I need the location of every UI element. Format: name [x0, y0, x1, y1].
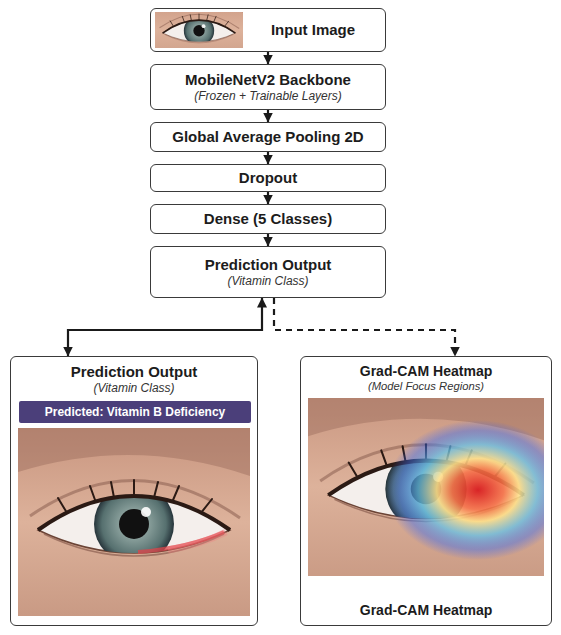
node-subtitle: (Model Focus Regions) — [368, 380, 484, 393]
node-title: Input Image — [271, 21, 355, 39]
backbone-box: MobileNetV2 Backbone(Frozen + Trainable … — [150, 64, 386, 110]
node-subtitle: (Vitamin Class) — [227, 274, 308, 288]
flow-arrow — [267, 234, 269, 246]
flow-arrow — [274, 298, 455, 356]
flow-arrow — [267, 110, 269, 122]
node-subtitle: Grad-CAM Heatmap — [301, 602, 551, 619]
node-title: Dropout — [239, 169, 297, 187]
node-title: Prediction Output — [71, 363, 198, 381]
red-rim — [138, 532, 226, 552]
node-subtitle: (Vitamin Class) — [93, 381, 174, 395]
input-box: Input Image — [150, 8, 386, 52]
node-title: MobileNetV2 Backbone — [185, 71, 351, 89]
heatmap-panel: Grad-CAM Heatmap(Model Focus Regions)Gra… — [300, 356, 552, 626]
node-title: Prediction Output — [205, 256, 332, 274]
prediction-banner: Predicted: Vitamin B Deficiency — [19, 401, 251, 423]
dense-box: Dense (5 Classes) — [150, 204, 386, 234]
pooling-box: Global Average Pooling 2D — [150, 122, 386, 152]
node-title: Dense (5 Classes) — [204, 210, 332, 228]
flow-arrow — [267, 192, 269, 204]
node-title: Grad-CAM Heatmap — [360, 363, 493, 380]
dropout-box: Dropout — [150, 164, 386, 192]
flow-arrow — [267, 52, 269, 64]
eye-photo — [18, 428, 250, 616]
node-title: Global Average Pooling 2D — [172, 128, 363, 146]
node-title: Predicted: Vitamin B Deficiency — [45, 405, 226, 419]
node-subtitle: (Frozen + Trainable Layers) — [194, 89, 342, 103]
flow-arrow — [68, 298, 262, 356]
output-box: Prediction Output(Vitamin Class) — [150, 246, 386, 298]
flow-arrow — [267, 152, 269, 164]
eye-thumbnail — [155, 0, 243, 66]
heatmap-overlay — [386, 420, 544, 560]
prediction-panel: Prediction Output(Vitamin Class) Predicte… — [10, 356, 258, 626]
